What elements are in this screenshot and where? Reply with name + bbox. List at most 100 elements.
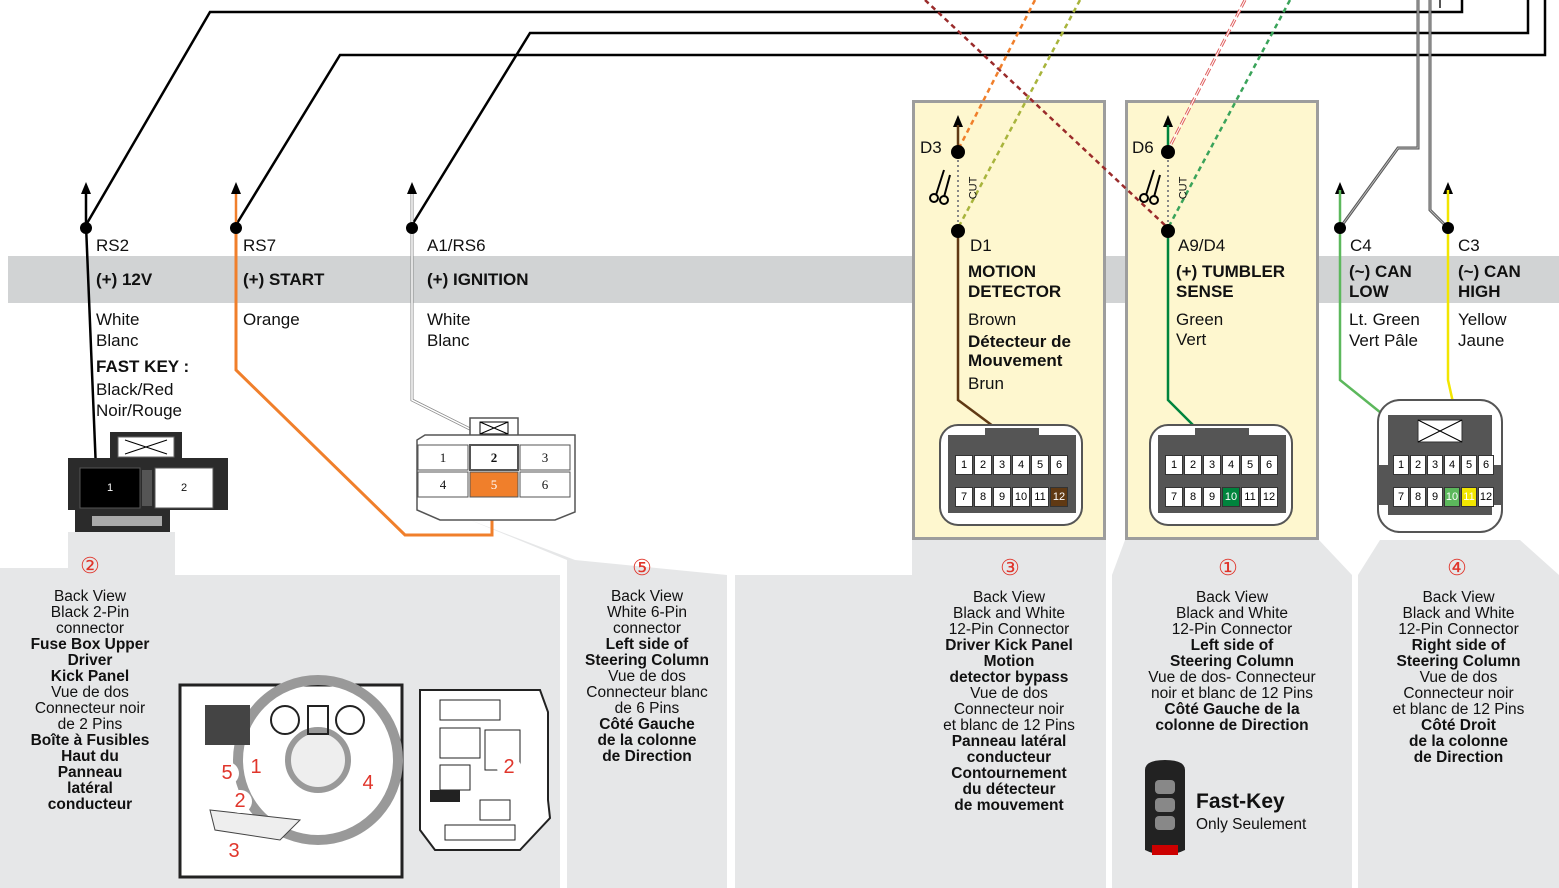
- pin-cell-12: 12: [1050, 487, 1068, 507]
- pin-6pin-2: 2: [490, 450, 498, 465]
- panel-bg-5: [1358, 540, 1559, 888]
- desc-line: de la colonne: [1408, 733, 1509, 750]
- circuit-name-motion-2: DETECTOR: [968, 282, 1062, 301]
- desc-line: Fuse Box Upper: [30, 636, 150, 653]
- pin-6pin-1: 1: [439, 450, 447, 465]
- fastkey-subtitle: Only Seulement: [1196, 816, 1307, 833]
- desc-line: et blanc de 12 Pins: [1392, 701, 1525, 718]
- pin-cell-3: 3: [1203, 455, 1221, 475]
- fastkey-note-en: Black/Red: [96, 380, 174, 399]
- connector-6pin: [416, 417, 576, 521]
- wire-color-c4-en: Lt. Green: [1349, 310, 1420, 329]
- desc-line: conducteur: [966, 749, 1052, 766]
- desc-line: Black and White: [953, 605, 1065, 622]
- pin-cell-11: 11: [1461, 487, 1477, 507]
- circuit-name-start: (+) START: [243, 270, 325, 289]
- desc-line: Steering Column: [584, 652, 709, 669]
- circuit-name-ignition: (+) IGNITION: [427, 270, 529, 289]
- panel-num-3: ③: [1000, 555, 1020, 580]
- desc-line: Back View: [1422, 589, 1495, 606]
- desc-line: Left side of: [1190, 637, 1274, 654]
- fastkey-title: Fast-Key: [1196, 790, 1285, 813]
- fuse-box-diagram: [419, 689, 552, 851]
- pin-id-d1: D1: [970, 236, 992, 255]
- wire-color-rs6-fr: Blanc: [427, 331, 470, 350]
- pin-cell-11: 11: [1031, 487, 1049, 507]
- wire-rs7: [234, 0, 1547, 226]
- wire-color-c3-en: Yellow: [1458, 310, 1507, 329]
- desc-line: Vue de dos- Connecteur: [1148, 669, 1316, 686]
- desc-line: latéral: [67, 780, 113, 797]
- fuse-callout-2: 2: [497, 756, 521, 779]
- dash-callout-3: 3: [222, 840, 246, 863]
- desc-line: Vue de dos: [51, 684, 129, 701]
- panel-bg-3: [735, 540, 1106, 888]
- desc-line: Vue de dos: [970, 685, 1048, 702]
- pin-cell-3: 3: [1427, 455, 1443, 475]
- desc-line: 12-Pin Connector: [1171, 621, 1293, 638]
- pin-6pin-5: 5: [490, 477, 498, 492]
- pin-cell-6: 6: [1478, 455, 1494, 475]
- desc-line: de mouvement: [954, 797, 1064, 814]
- desc-line: Vue de dos: [608, 668, 686, 685]
- pin-cell-1: 1: [955, 455, 973, 475]
- cut-label-1: CUT: [967, 176, 980, 200]
- wire-rs2: [84, 0, 1464, 226]
- desc-line: de la colonne: [597, 732, 697, 749]
- desc-line: Haut du: [61, 748, 119, 765]
- pin-cell-5: 5: [1461, 455, 1477, 475]
- circuit-name-canhigh-2: HIGH: [1458, 282, 1501, 301]
- circuit-name-tumbler-1: (+) TUMBLER: [1176, 262, 1286, 281]
- desc-line: colonne de Direction: [1155, 717, 1309, 734]
- pin-cell-7: 7: [955, 487, 973, 507]
- desc-line: 12-Pin Connector: [1398, 621, 1519, 638]
- wire-color-rs2-en: White: [96, 310, 140, 329]
- connector-2pin: [68, 432, 228, 532]
- pin-cell-10: 10: [1012, 487, 1030, 507]
- pin-cell-12: 12: [1260, 487, 1278, 507]
- pin-cell-9: 9: [1203, 487, 1221, 507]
- desc-line: Back View: [610, 588, 684, 605]
- pin-cell-1: 1: [1393, 455, 1409, 475]
- desc-line: connector: [612, 620, 682, 637]
- panel-bg-2: [470, 520, 727, 888]
- desc-line: Connecteur blanc: [586, 684, 708, 701]
- cut-label-2: CUT: [1177, 176, 1190, 200]
- desc-line: Driver: [67, 652, 113, 669]
- panel-num-5: ⑤: [632, 555, 652, 580]
- desc-line: Black 2-Pin: [50, 604, 130, 621]
- pin-id-rs7: RS7: [243, 236, 277, 255]
- desc-line: Steering Column: [1169, 653, 1294, 670]
- desc-line: Côté Gauche de la: [1164, 701, 1300, 718]
- pin-cell-9: 9: [1427, 487, 1443, 507]
- wire-orange-dashed: [956, 0, 1037, 151]
- desc-line: Panneau latéral: [951, 733, 1067, 750]
- pin-cell-7: 7: [1393, 487, 1409, 507]
- scissors-icon-1: [929, 169, 951, 205]
- pin-6pin-3: 3: [541, 450, 549, 465]
- desc-line: Back View: [972, 589, 1046, 606]
- desc-line: Right side of: [1411, 637, 1506, 654]
- pin-cell-5: 5: [1031, 455, 1049, 475]
- pin-cell-2: 2: [974, 455, 992, 475]
- dash-callout-4: 4: [356, 772, 380, 795]
- circuit-name-canlow-2: LOW: [1349, 282, 1389, 301]
- connector-12pin-tumbler: [1149, 424, 1293, 526]
- pin-2pin-2: 2: [180, 482, 188, 494]
- cut-point-d6: D6: [1132, 138, 1154, 157]
- pin-cell-6: 6: [1050, 455, 1068, 475]
- fastkey-note-fr: Noir/Rouge: [96, 401, 182, 420]
- pin-2pin-1: 1: [106, 482, 114, 494]
- desc-line: conducteur: [47, 796, 133, 813]
- desc-line: de 2 Pins: [57, 716, 123, 733]
- desc-line: Back View: [1195, 589, 1269, 606]
- pin-cell-10: 10: [1222, 487, 1240, 507]
- wire-color-rs2-fr: Blanc: [96, 331, 139, 350]
- fastkey-fob: [1145, 760, 1185, 855]
- dash-callout-5: 5: [215, 762, 239, 785]
- scissors-icon-2: [1139, 169, 1161, 205]
